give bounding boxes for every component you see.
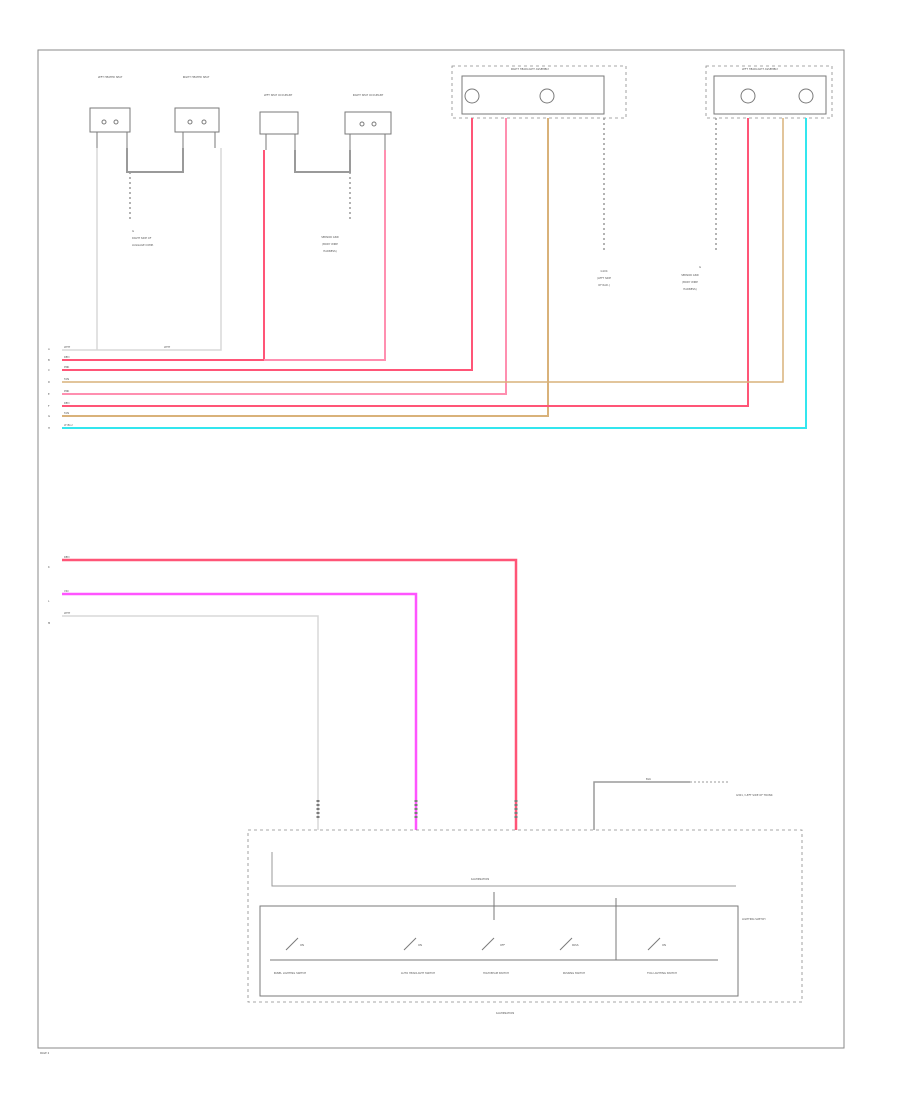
sensor-ground-2-note-3: (BODY WIRE bbox=[682, 280, 698, 284]
left-heated-seat-box bbox=[89, 107, 131, 133]
left-letter-7: G bbox=[48, 414, 50, 418]
right-heated-seat-box bbox=[174, 107, 220, 133]
right-heated-seat-label: RIGHT HEATED SEAT bbox=[183, 75, 210, 79]
lower-wire-label-2: VIO bbox=[64, 589, 69, 593]
hl-ground-note-1: G104 bbox=[601, 269, 608, 273]
auto-headlight-switch-label: AUTO HEADLIGHT SWITCH bbox=[401, 971, 435, 975]
page-number: PAGE 2 bbox=[40, 1051, 50, 1055]
left-letter-2: B bbox=[48, 358, 50, 362]
wire-label-8: TAN bbox=[64, 411, 69, 415]
left-seat-occupant-box bbox=[259, 111, 299, 135]
right-seat-occupant-component: RIGHT SEAT OCCUPANT bbox=[344, 93, 392, 150]
left-hl-red-wire bbox=[62, 118, 749, 407]
high-beam-switch-label: HIGH BEAM SWITCH bbox=[483, 971, 509, 975]
wire-label-9: LT BLU bbox=[64, 423, 73, 427]
wire-label-7: RED bbox=[64, 401, 69, 405]
left-hl-bulb-1 bbox=[740, 88, 756, 104]
fog-light-switch-label: FOG LIGHTING SWITCH bbox=[647, 971, 677, 975]
left-headlight-assembly-label: LEFT HEADLIGHT ASSEMBLY bbox=[742, 67, 779, 71]
left-seat-occupant-component: LEFT SEAT OCCUPANT bbox=[259, 93, 299, 150]
sensor-ground-note-1: SENSOR GND bbox=[321, 235, 339, 239]
occupant-ground-wire bbox=[294, 150, 351, 173]
sensor-ground-note-2: (BODY WIRE bbox=[322, 242, 338, 246]
fog-light-switch: ON FOG LIGHTING SWITCH bbox=[647, 937, 677, 975]
auto-headlight-switch-state: ON bbox=[418, 943, 422, 947]
lower-left-letter-2: L bbox=[48, 599, 50, 603]
trunk-ground-text: G301 / LEFT SIDE OF TRUNK bbox=[736, 793, 773, 797]
panel-lighting-switch-state: ON bbox=[300, 943, 304, 947]
panel-lighting-switch: ON PANEL LIGHTING SWITCH bbox=[274, 937, 307, 975]
lower-red-wire bbox=[62, 558, 518, 830]
right-headlight-assembly-component: RIGHT HEADLIGHT ASSEMBLY bbox=[451, 65, 627, 119]
lower-white-wire bbox=[62, 615, 319, 830]
left-seat-occupant-label: LEFT SEAT OCCUPANT bbox=[264, 93, 293, 97]
seat-ground-note-1: G bbox=[132, 229, 134, 233]
assembly-caption: ILLUMINATION bbox=[496, 1011, 514, 1015]
sensor-ground-2-note-1: G bbox=[699, 265, 701, 269]
right-heated-seat-component: RIGHT HEATED SEAT bbox=[174, 75, 220, 148]
seat-ground-note-3: LUGGAGE COMP. bbox=[132, 243, 154, 247]
wire-label-2: WHT bbox=[164, 345, 171, 349]
lower-wire-label-1: RED bbox=[64, 555, 69, 559]
hl-ground-note-2: (LEFT SIDE bbox=[597, 276, 611, 280]
seat-ground-note-2: RIGHT SIDE OF bbox=[132, 236, 152, 240]
wire-label-1: WHT bbox=[64, 345, 71, 349]
seat-ground-wire bbox=[126, 148, 184, 173]
right-seat-occupant-label: RIGHT SEAT OCCUPANT bbox=[353, 93, 384, 97]
lower-violet-wire bbox=[62, 592, 418, 830]
wire-label-4: PNK bbox=[64, 365, 70, 369]
left-letter-4: D bbox=[48, 380, 50, 384]
right-hl-red-wire bbox=[62, 118, 473, 371]
right-hl-tan-wire bbox=[62, 118, 549, 417]
left-letter-5: E bbox=[48, 392, 50, 396]
panel-lighting-switch-label: PANEL LIGHTING SWITCH bbox=[274, 971, 307, 975]
left-heated-seat-label: LEFT HEATED SEAT bbox=[98, 75, 123, 79]
passing-switch: PASS PASSING SWITCH bbox=[559, 937, 585, 975]
right-headlight-assembly-box bbox=[451, 65, 627, 119]
left-hl-cyan-wire bbox=[62, 118, 807, 429]
wire-label-5: TAN bbox=[64, 377, 69, 381]
wire-label-3: RED bbox=[64, 355, 69, 359]
illumination-module-title: ILLUMINATION bbox=[471, 877, 489, 881]
left-letter-8: H bbox=[48, 426, 50, 430]
high-beam-switch: OFF HIGH BEAM SWITCH bbox=[481, 937, 509, 975]
fog-light-switch-state: ON bbox=[662, 943, 666, 947]
left-headlight-assembly-box bbox=[705, 65, 833, 119]
occupant-pink-wire-2 bbox=[264, 150, 386, 361]
right-seat-occupant-box bbox=[344, 111, 392, 135]
switch-assembly-label: LIGHTING SWITCH bbox=[742, 917, 766, 921]
hl-ground-note-3: OF RAD.) bbox=[598, 283, 610, 287]
occupant-red-wire-1 bbox=[62, 150, 265, 361]
passing-switch-state: PASS bbox=[572, 943, 579, 947]
right-hl-bulb-2 bbox=[539, 88, 555, 104]
auto-headlight-switch: ON AUTO HEADLIGHT SWITCH bbox=[401, 937, 435, 975]
left-letter-1: A bbox=[48, 347, 50, 351]
switch-assembly-inner bbox=[259, 905, 739, 997]
trunk-ground-wire bbox=[593, 781, 690, 830]
left-hl-bulb-2 bbox=[798, 88, 814, 104]
wire-label-6: PNK bbox=[64, 389, 70, 393]
switch-assembly-outer bbox=[247, 829, 803, 1003]
left-letter-6: F bbox=[48, 404, 50, 408]
lower-left-letter-1: K bbox=[48, 565, 50, 569]
right-headlight-assembly-label: RIGHT HEADLIGHT ASSEMBLY bbox=[511, 67, 550, 71]
left-letter-3: C bbox=[48, 368, 50, 372]
diagram-frame bbox=[37, 49, 845, 1049]
high-beam-switch-state: OFF bbox=[500, 943, 506, 947]
left-headlight-assembly-component: LEFT HEADLIGHT ASSEMBLY bbox=[705, 65, 833, 119]
lower-left-letter-3: M bbox=[48, 621, 50, 625]
right-hl-pink-wire bbox=[62, 118, 507, 395]
sensor-ground-note-3: HARNESS) bbox=[323, 249, 336, 253]
right-hl-bulb-1 bbox=[464, 88, 480, 104]
left-hl-tan-wire bbox=[62, 118, 784, 383]
right-seat-white-wire bbox=[62, 148, 222, 351]
trunk-ground-wire-label: BLK bbox=[646, 777, 651, 781]
passing-switch-label: PASSING SWITCH bbox=[563, 971, 585, 975]
illumination-bus bbox=[271, 852, 736, 887]
left-heated-seat-component: LEFT HEATED SEAT bbox=[89, 75, 131, 148]
sensor-ground-2-note-4: HARNESS) bbox=[683, 287, 696, 291]
lower-wire-label-3: WHT bbox=[64, 611, 71, 615]
sensor-ground-2-note-2: SENSOR GND bbox=[681, 273, 699, 277]
